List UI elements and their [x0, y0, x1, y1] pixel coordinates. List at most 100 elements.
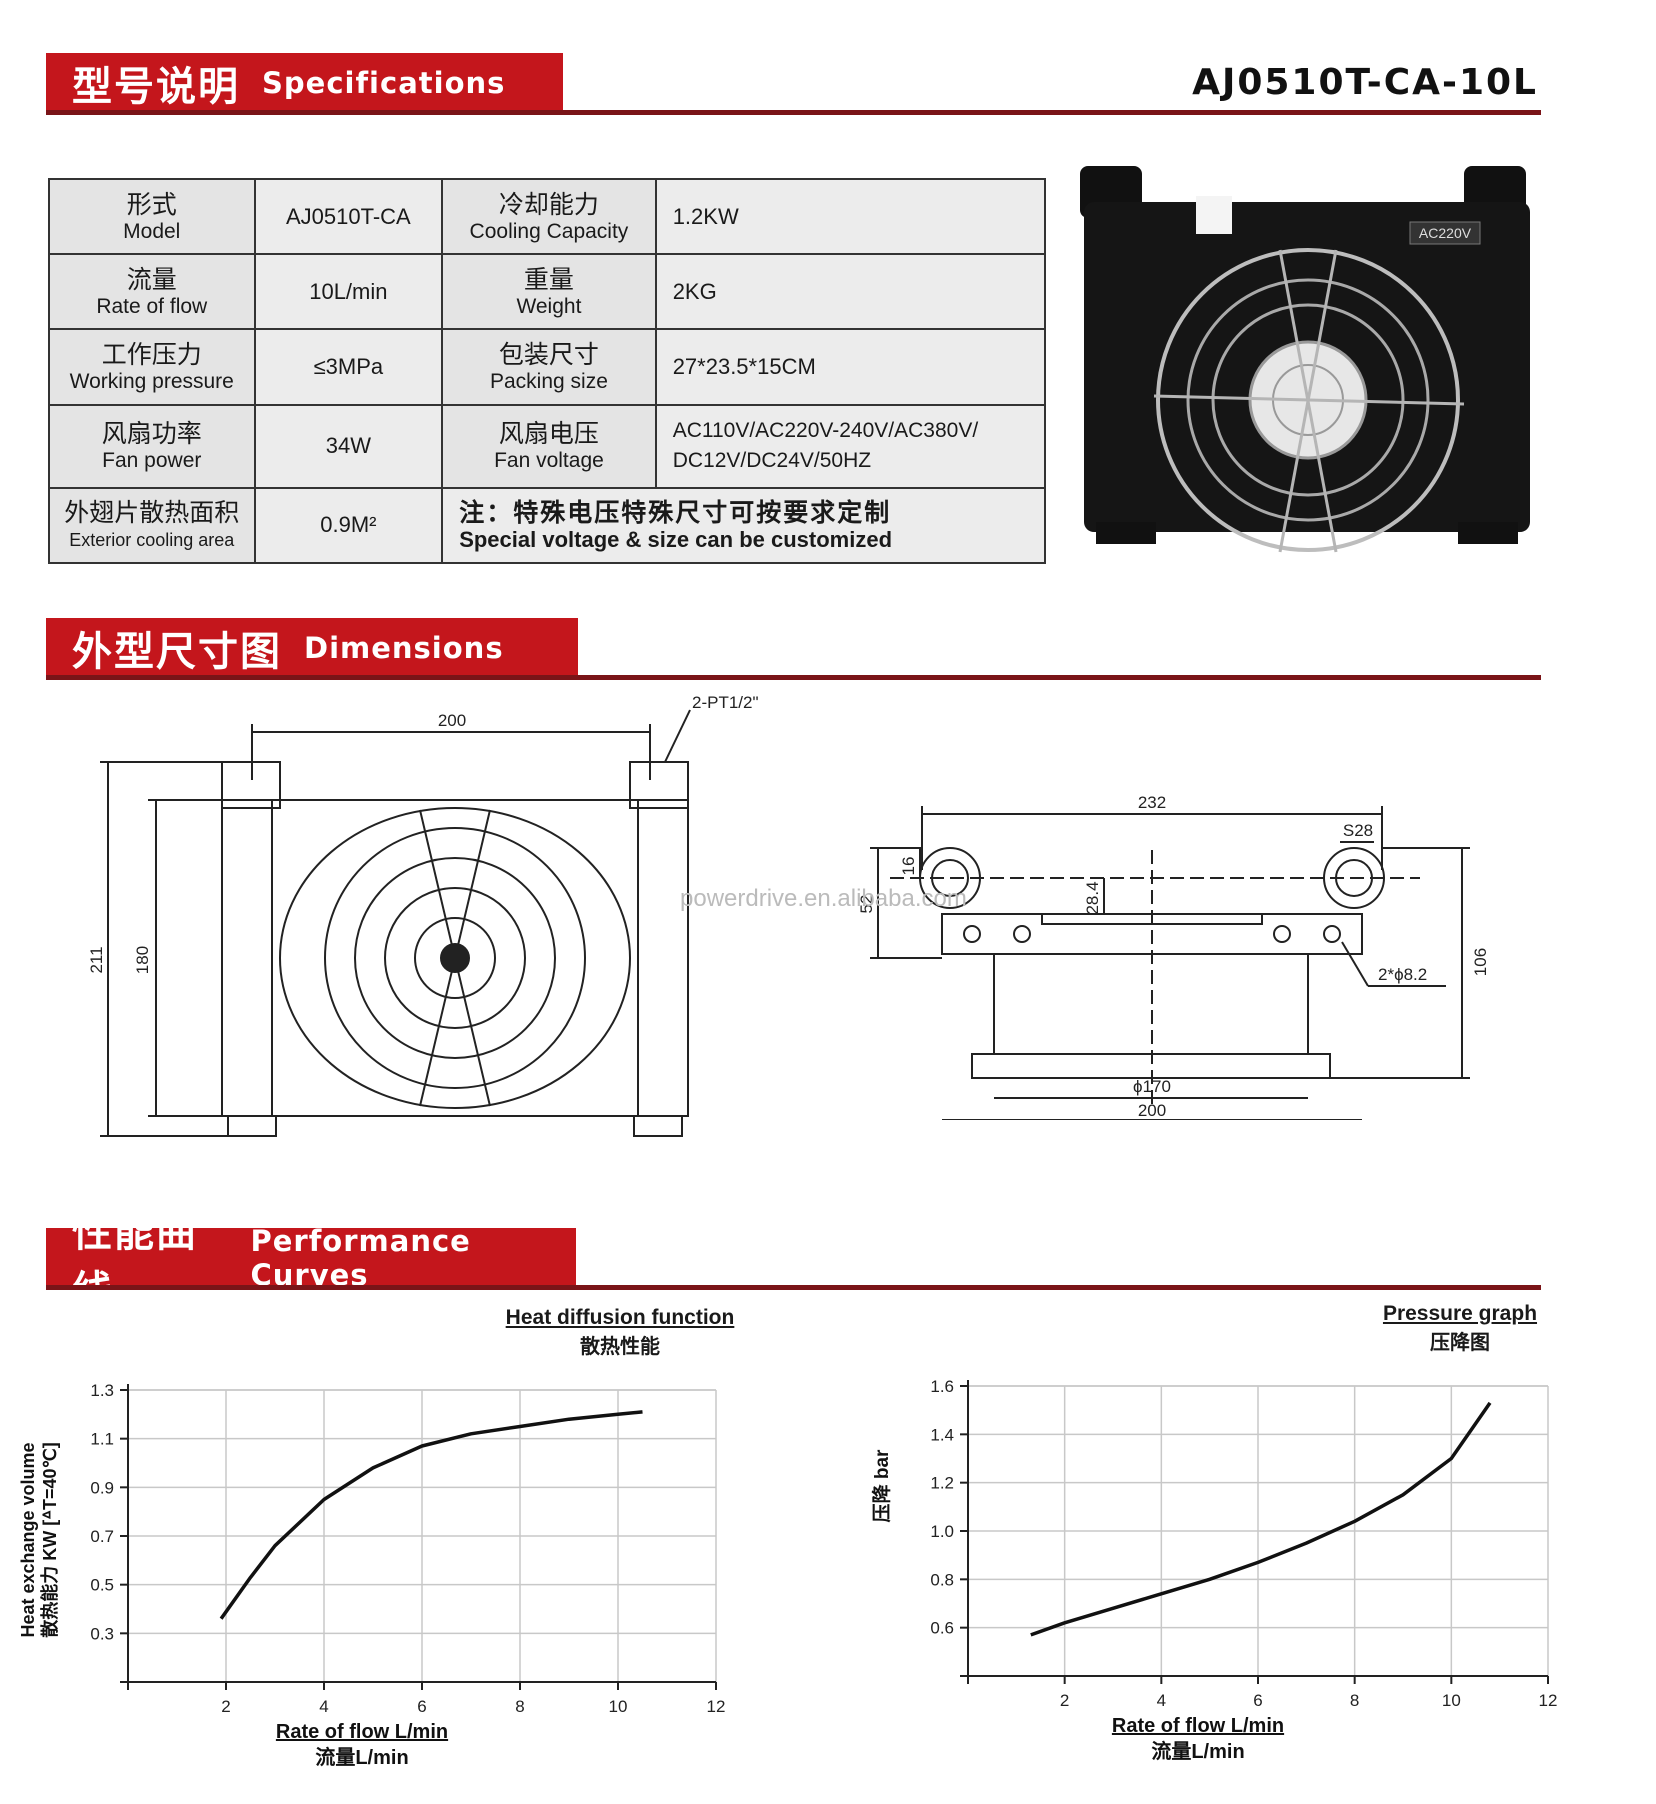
fan-guard-ring [1186, 278, 1430, 522]
x-tick-label: 6 [1253, 1691, 1262, 1710]
label-en: Exterior cooling area [69, 530, 235, 551]
x-tick-label: 8 [1350, 1691, 1359, 1710]
chart-title-heat: Heat diffusion function 散热性能 [480, 1306, 760, 1359]
x-tick-label: 12 [707, 1697, 726, 1716]
x-tick-label: 4 [1157, 1691, 1166, 1710]
y-tick-label: 0.5 [90, 1576, 114, 1595]
label-en: Rate of flow [96, 294, 208, 318]
spec-value: 0.9M² [253, 486, 444, 565]
section-title-en: Dimensions [304, 631, 504, 665]
mount-hole [963, 925, 981, 943]
foot-right [1458, 522, 1518, 544]
spec-value: 27*23.5*15CM [654, 328, 1047, 406]
section-title-en: Specifications [262, 66, 506, 100]
section-title-cn: 外型尺寸图 [72, 629, 282, 675]
port-nut-right [629, 761, 689, 809]
mount-hole [1013, 925, 1031, 943]
dim-label: S28 [1343, 821, 1373, 840]
dim-label: ϕ170 [1133, 1077, 1171, 1096]
label-cn: 流量 [126, 265, 177, 294]
fan-voltage-line-2: DC12V/DC24V/50HZ [672, 449, 872, 473]
foot-left [227, 1115, 277, 1137]
y-tick-label: 0.9 [90, 1478, 114, 1497]
label-cn: 风扇电压 [498, 420, 599, 449]
label-cn: 包装尺寸 [498, 340, 599, 369]
label-en: Working pressure [69, 369, 234, 393]
model-code: AJ0510T-CA-10L [1192, 62, 1538, 103]
x-tick-label: 12 [1539, 1691, 1558, 1710]
x-tick-label: 4 [319, 1697, 328, 1716]
spec-value: 2KG [654, 253, 1047, 331]
y-tick-label: 1.0 [930, 1522, 954, 1541]
fan-shroud [279, 807, 631, 1109]
section-underline [46, 110, 1541, 115]
y-axis-label: 压降 bar [870, 1449, 893, 1522]
label-en: Weight [516, 294, 582, 318]
label-en: Packing size [489, 369, 608, 393]
x-tick-label: 10 [609, 1697, 628, 1716]
dim-label: 232 [1138, 793, 1166, 812]
label-cn: 外翅片散热面积 [64, 499, 240, 528]
dim-label: 211 [90, 946, 106, 973]
spec-value: 1.2KW [654, 177, 1047, 256]
x-tick-label: 2 [1060, 1691, 1069, 1710]
label-en: Model [123, 219, 181, 243]
label-cn: 重量 [523, 265, 574, 294]
spec-value: AC110V/AC220V-240V/AC380V/DC12V/DC24V/50… [654, 403, 1047, 489]
fan-guard-ring [1211, 303, 1405, 497]
x-axis-label-cn: 流量L/min [315, 1745, 408, 1769]
cable-clip [1196, 196, 1232, 234]
y-tick-label: 1.3 [90, 1381, 114, 1400]
x-tick-label: 6 [417, 1697, 426, 1716]
section-title-box: 型号说明 Specifications [46, 53, 563, 113]
guard-bar [1278, 249, 1338, 553]
label-en: Cooling Capacity [469, 219, 629, 243]
y-tick-label: 1.1 [90, 1430, 114, 1449]
y-tick-label: 0.3 [90, 1624, 114, 1643]
label-cn: 工作压力 [101, 340, 202, 369]
label-en: Fan power [102, 449, 202, 473]
fan-ring [414, 917, 496, 999]
section-header-performance: 性能曲线 Performance Curves [46, 1210, 1541, 1314]
spec-value: 34W [253, 403, 444, 489]
dim-label: 52 [857, 895, 876, 914]
section-underline [46, 1285, 1541, 1290]
cooler-outline [221, 799, 689, 1117]
side-view-drawing: 232 S28 16 52 28.4 106 2*ϕ8.2 ϕ170 200 [857, 793, 1490, 1120]
y-tick-label: 1.2 [930, 1474, 954, 1493]
section-underline [46, 675, 1541, 680]
product-photo: AC220V [1080, 166, 1540, 566]
y-tick-label: 0.7 [90, 1527, 114, 1546]
chart-title-pressure: Pressure graph 压降图 [1360, 1302, 1560, 1355]
section-header-dimensions: 外型尺寸图 Dimensions [46, 618, 1541, 680]
y-tick-label: 0.6 [930, 1619, 954, 1638]
section-title-box: 性能曲线 Performance Curves [46, 1210, 576, 1314]
label-en: Fan voltage [494, 449, 604, 473]
y-tick-label: 1.4 [930, 1425, 954, 1444]
spec-value: ≤3MPa [253, 328, 444, 406]
x-axis-label: Rate of flow L/min [1112, 1715, 1284, 1737]
section-header-specifications: 型号说明 Specifications [46, 53, 1541, 115]
x-axis-label-cn: 流量L/min [1151, 1739, 1244, 1763]
series-line [1030, 1401, 1492, 1637]
dim-label: 28.4 [1083, 881, 1102, 914]
leader-line [664, 709, 691, 763]
series-line [219, 1410, 643, 1620]
fan-ring [324, 827, 586, 1089]
fan-voltage-line-1: AC110V/AC220V-240V/AC380V/ [672, 419, 979, 443]
dim-label: 2*ϕ8.2 [1378, 965, 1427, 984]
front-view-drawing: 200 2-PT1/2" 211 180 [90, 693, 759, 1137]
